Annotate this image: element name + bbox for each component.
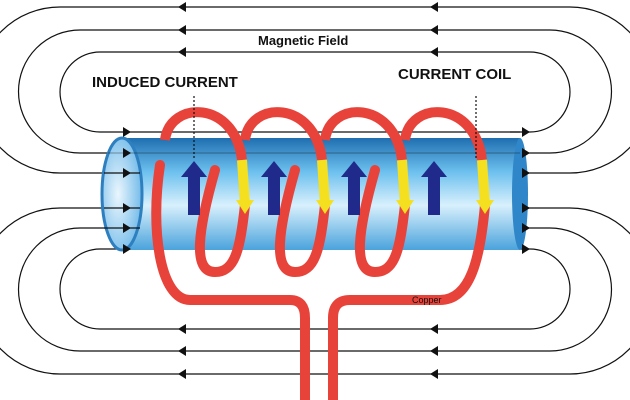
arrow-right-icon: [123, 127, 530, 254]
metal-tube: [100, 136, 528, 252]
arrow-left-icon: [178, 2, 438, 379]
current-coil-label: CURRENT COIL: [398, 66, 512, 83]
field-line-top-outer: [0, 6, 630, 174]
coil-front-turns: [160, 107, 490, 206]
coil-current-arrow-icon: [317, 159, 330, 206]
coil-current-arrow-icon: [237, 159, 250, 206]
arrow-up-icon: [181, 161, 207, 215]
coil-current-arrow-icon: [397, 159, 410, 206]
induced-current-label: INDUCED CURRENT: [92, 74, 238, 91]
coil-lead-right: [328, 200, 490, 400]
field-line-bottom-inner2: [59, 248, 571, 330]
arrow-up-icon: [421, 161, 447, 215]
field-line-bottom-inner: [0, 207, 630, 375]
coil-current-arrow-icon: [477, 159, 490, 206]
copper-label: Copper: [412, 295, 442, 305]
arrow-up-icon: [261, 161, 287, 215]
coil-lead-left: [151, 160, 310, 400]
field-line-top-inner: [59, 51, 571, 133]
arrow-down-icon: [316, 200, 334, 214]
coil-back-loops: [151, 160, 490, 400]
field-arrows: [123, 2, 530, 379]
field-line-bottom-middle: [17, 227, 613, 352]
arrow-down-icon: [396, 200, 414, 214]
induced-current-arrows: [181, 161, 447, 215]
field-line-top-middle: [17, 29, 613, 154]
arrow-up-icon: [341, 161, 367, 215]
magnetic-field-label: Magnetic Field: [258, 33, 349, 48]
arrow-down-icon: [236, 200, 254, 214]
arrow-down-icon: [476, 200, 494, 214]
